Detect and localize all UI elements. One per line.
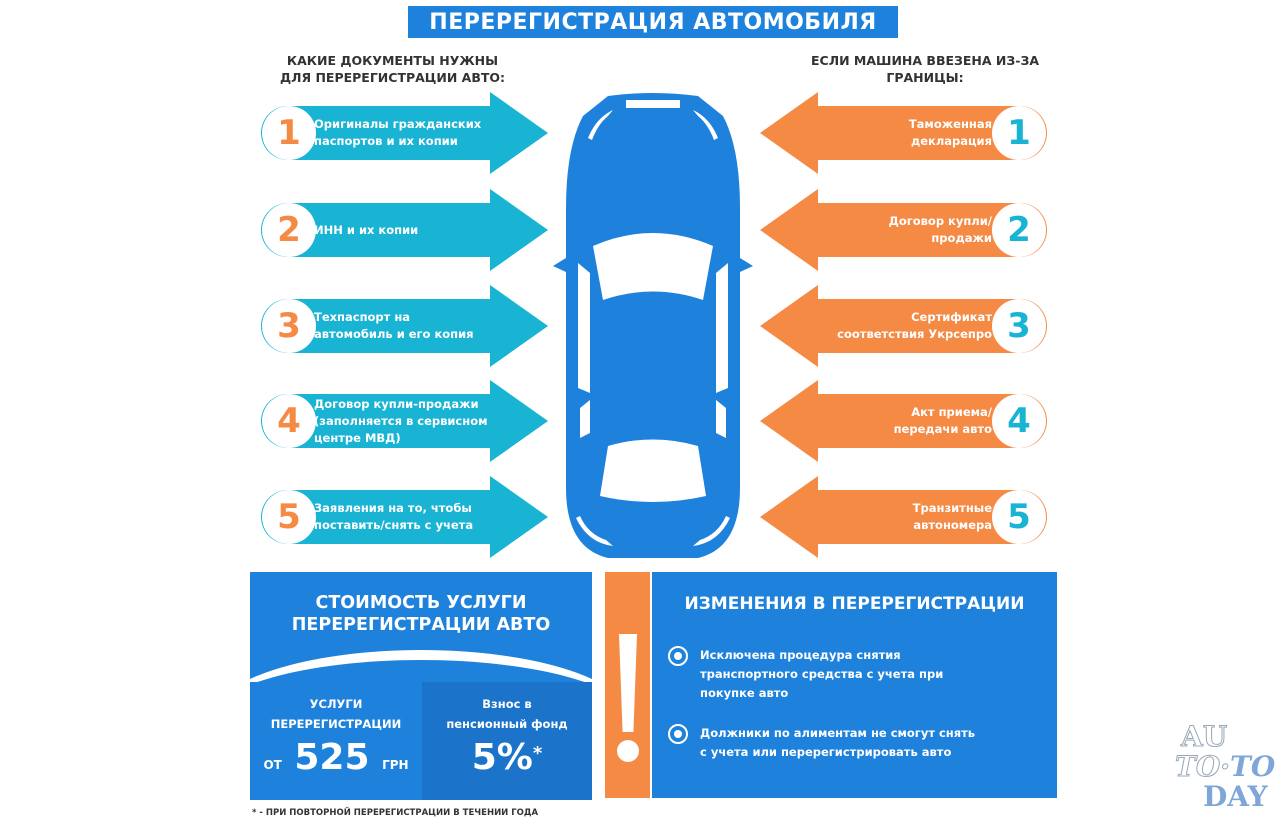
- heading-line: ДЛЯ ПЕРЕРЕГИСТРАЦИИ АВТО:: [279, 70, 506, 85]
- arrow-right-icon: [261, 380, 548, 462]
- arrow-right-icon: [261, 189, 548, 271]
- arrow-right-icon: [261, 92, 548, 174]
- import-item-4: 4 Акт приема/передачи авто: [758, 380, 1058, 462]
- document-item-4: 4 Договор купли-продажи(заполняется в се…: [250, 380, 550, 462]
- item-text: ИНН и их копии: [314, 222, 419, 237]
- right-section-heading: ЕСЛИ МАШИНА ВВЕЗЕНА ИЗ-ЗА ГРАНИЦЫ:: [800, 52, 1050, 86]
- import-item-2: 2 Договор купли/продажи: [758, 189, 1058, 271]
- arrow-right-icon: [261, 285, 548, 367]
- item-number: 2: [992, 203, 1046, 257]
- car-top-view-icon: [553, 93, 753, 558]
- footnote: * - ПРИ ПОВТОРНОЙ ПЕРЕРЕГИСТРАЦИИ В ТЕЧЕ…: [252, 808, 539, 818]
- item-text: Договор купли-продажи(заполняется в серв…: [314, 396, 488, 445]
- bullet-radio-icon: [668, 646, 688, 666]
- item-number: 1: [992, 106, 1046, 160]
- cost-panel: СТОИМОСТЬ УСЛУГИ ПЕРЕРЕГИСТРАЦИИ АВТО УС…: [250, 572, 592, 800]
- arrow-left-icon: [760, 476, 1047, 558]
- item-number: 4: [262, 394, 316, 448]
- changes-panel: ИЗМЕНЕНИЯ В ПЕРЕРЕГИСТРАЦИИ Исключена пр…: [652, 572, 1057, 798]
- pension-fund-value: 5%: [471, 737, 533, 778]
- arrow-left-icon: [760, 189, 1047, 271]
- heading-line: ЕСЛИ МАШИНА ВВЕЗЕНА ИЗ-ЗА: [811, 53, 1039, 68]
- item-number: 3: [262, 299, 316, 353]
- arrow-right-icon: [261, 476, 548, 558]
- item-number: 1: [262, 106, 316, 160]
- page-title: ПЕРЕРЕГИСТРАЦИЯ АВТОМОБИЛЯ: [408, 6, 898, 38]
- arrow-left-icon: [760, 285, 1047, 367]
- arrow-left-icon: [760, 92, 1047, 174]
- bullet-radio-icon: [668, 724, 688, 744]
- arrow-left-icon: [760, 380, 1047, 462]
- item-number: 3: [992, 299, 1046, 353]
- service-fee-value: 525: [294, 737, 370, 778]
- heading-line: ГРАНИЦЫ:: [886, 70, 964, 85]
- item-number: 2: [262, 203, 316, 257]
- autotoday-logo: AU TO·TO DAY: [1174, 720, 1276, 813]
- heading-line: КАКИЕ ДОКУМЕНТЫ НУЖНЫ: [286, 53, 499, 68]
- decorative-arc: [250, 650, 592, 720]
- item-text: Акт приема/передачи авто: [893, 405, 992, 436]
- item-number: 4: [992, 394, 1046, 448]
- item-text: Договор купли/продажи: [888, 214, 992, 245]
- item-number: 5: [262, 490, 316, 544]
- cost-title: СТОИМОСТЬ УСЛУГИ ПЕРЕРЕГИСТРАЦИИ АВТО: [291, 593, 551, 635]
- changes-title: ИЗМЕНЕНИЯ В ПЕРЕРЕГИСТРАЦИИ: [684, 594, 1025, 614]
- left-section-heading: КАКИЕ ДОКУМЕНТЫ НУЖНЫ ДЛЯ ПЕРЕРЕГИСТРАЦИ…: [265, 52, 520, 86]
- item-number: 5: [992, 490, 1046, 544]
- document-item-2: 2 ИНН и их копии: [250, 189, 550, 271]
- exclamation-icon: [605, 572, 650, 798]
